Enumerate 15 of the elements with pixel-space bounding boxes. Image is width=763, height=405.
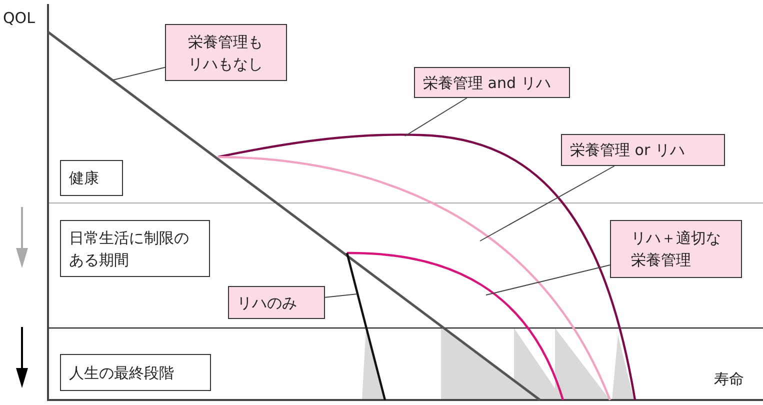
stage-box: 日常生活に制限のある期間 xyxy=(60,220,210,277)
leader-line xyxy=(480,166,615,242)
leader-line xyxy=(404,98,468,136)
callout-box: 栄養管理もリハもなし xyxy=(165,24,287,81)
stage-box: 健康 xyxy=(60,160,123,196)
stage-box: 人生の最終段階 xyxy=(60,354,211,391)
callout-box: リハのみ xyxy=(228,286,325,319)
leader-line xyxy=(486,264,610,296)
axis-label: 寿命 xyxy=(714,370,744,389)
callout-box: 栄養管理 or リハ xyxy=(561,134,725,166)
callout-box: リハ＋適切な栄養管理 xyxy=(610,220,742,278)
leader-line xyxy=(324,294,358,298)
axis-label: QOL xyxy=(3,9,35,27)
callout-box: 栄養管理 and リハ xyxy=(414,67,570,98)
leader-line xyxy=(112,66,166,80)
